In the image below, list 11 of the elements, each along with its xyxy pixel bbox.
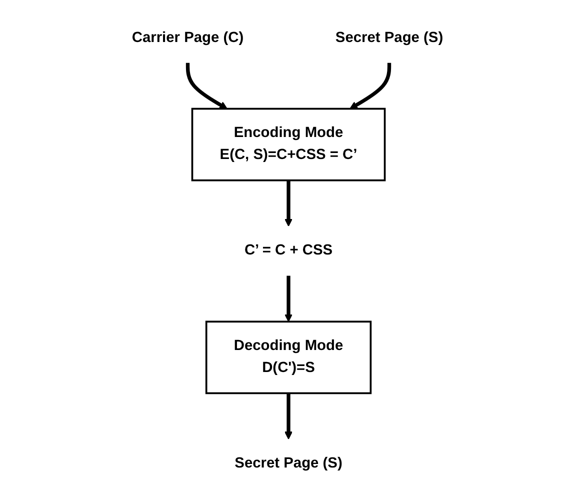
node-text: Secret Page (S) xyxy=(334,30,443,46)
arrow xyxy=(284,276,292,322)
node-text: Secret Page (S) xyxy=(234,456,342,472)
arrow xyxy=(349,62,391,110)
node-box: Decoding Mode D(C')=S xyxy=(204,320,372,394)
arrow xyxy=(284,180,292,227)
node-text: Carrier Page (C) xyxy=(131,30,244,46)
node-box: Encoding Mode E(C, S)=C+CSS = C’ xyxy=(190,108,386,182)
arrow xyxy=(284,393,292,440)
arrow xyxy=(185,62,227,110)
node-text: C’ = C + CSS xyxy=(244,242,332,258)
